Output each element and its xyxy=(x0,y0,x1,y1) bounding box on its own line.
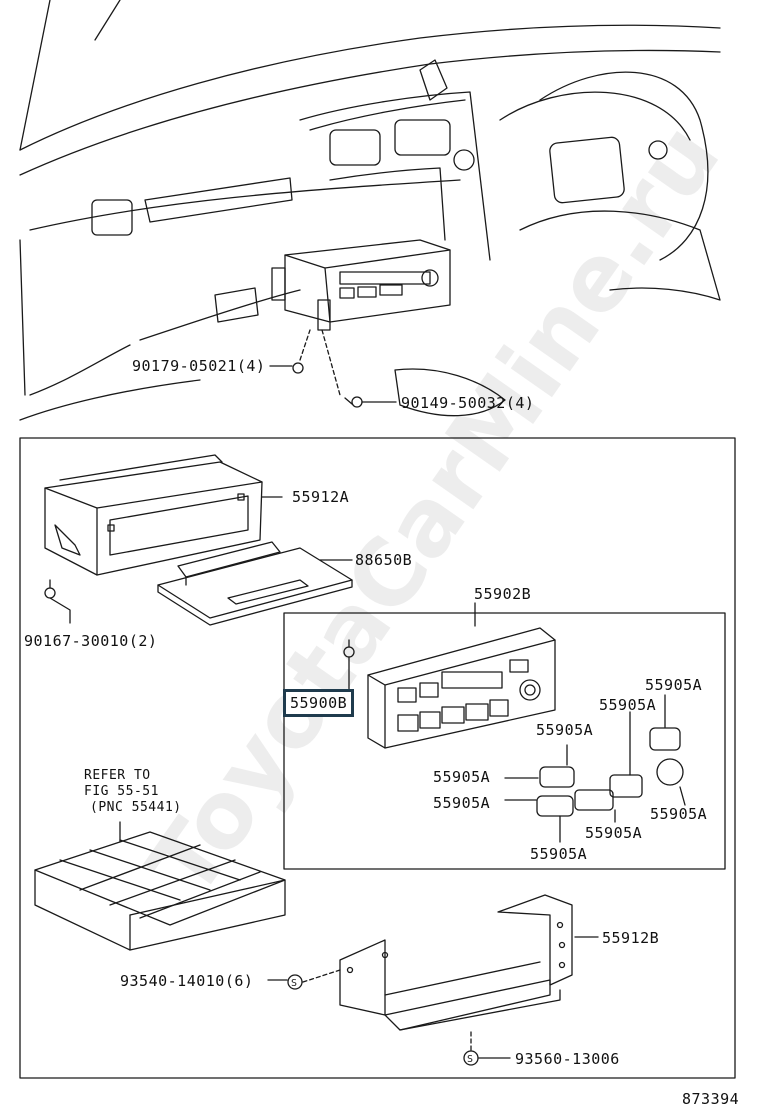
part-label-55905a-7: 55905A xyxy=(585,824,643,842)
part-label-55905a-6: 55905A xyxy=(650,805,708,823)
bracket-55912b xyxy=(339,894,599,1031)
part-label-90167-30010: 90167-30010(2) xyxy=(24,632,158,650)
part-label-93560-13006: 93560-13006 xyxy=(515,1050,620,1068)
nuts-s xyxy=(267,969,511,1066)
part-label-55900b-highlighted[interactable]: 55900B xyxy=(283,689,355,717)
part-label-90179-05021: 90179-05021(4) xyxy=(132,357,266,375)
figure-number: 873394 xyxy=(682,1090,740,1108)
svg-text:S: S xyxy=(291,978,297,989)
part-label-55905a-2: 55905A xyxy=(599,696,657,714)
refer-pnc-label: (PNC 55441) xyxy=(90,800,182,815)
buttons-55905a xyxy=(504,694,686,843)
part-label-55912b: 55912B xyxy=(602,929,660,947)
part-label-90149-50032: 90149-50032(4) xyxy=(401,394,535,412)
refer-fig-label: FIG 55-51 xyxy=(84,784,159,799)
tray-assembly xyxy=(34,821,286,951)
subassembly-frame xyxy=(283,612,726,870)
radio-in-dash xyxy=(271,239,451,331)
svg-text:S: S xyxy=(467,1054,473,1065)
dashboard-outline xyxy=(19,0,721,421)
bracket-55912a xyxy=(44,454,283,576)
module-88650b xyxy=(157,541,353,626)
detail-frame xyxy=(19,437,736,1079)
part-label-55905a-3: 55905A xyxy=(536,721,594,739)
part-label-55905a-4: 55905A xyxy=(433,768,491,786)
part-label-93540-14010: 93540-14010(6) xyxy=(120,972,254,990)
part-label-55905a-5: 55905A xyxy=(433,794,491,812)
control-panel-55902b xyxy=(343,602,556,749)
part-label-55905a-1: 55905A xyxy=(645,676,703,694)
part-label-55912a: 55912A xyxy=(292,488,350,506)
part-label-88650b: 88650B xyxy=(355,551,413,569)
part-label-55902b: 55902B xyxy=(474,585,532,603)
screw-90167 xyxy=(44,579,71,624)
top-fasteners xyxy=(269,329,397,408)
part-label-55905a-8: 55905A xyxy=(530,845,588,863)
refer-to-label: REFER TO xyxy=(84,768,151,783)
